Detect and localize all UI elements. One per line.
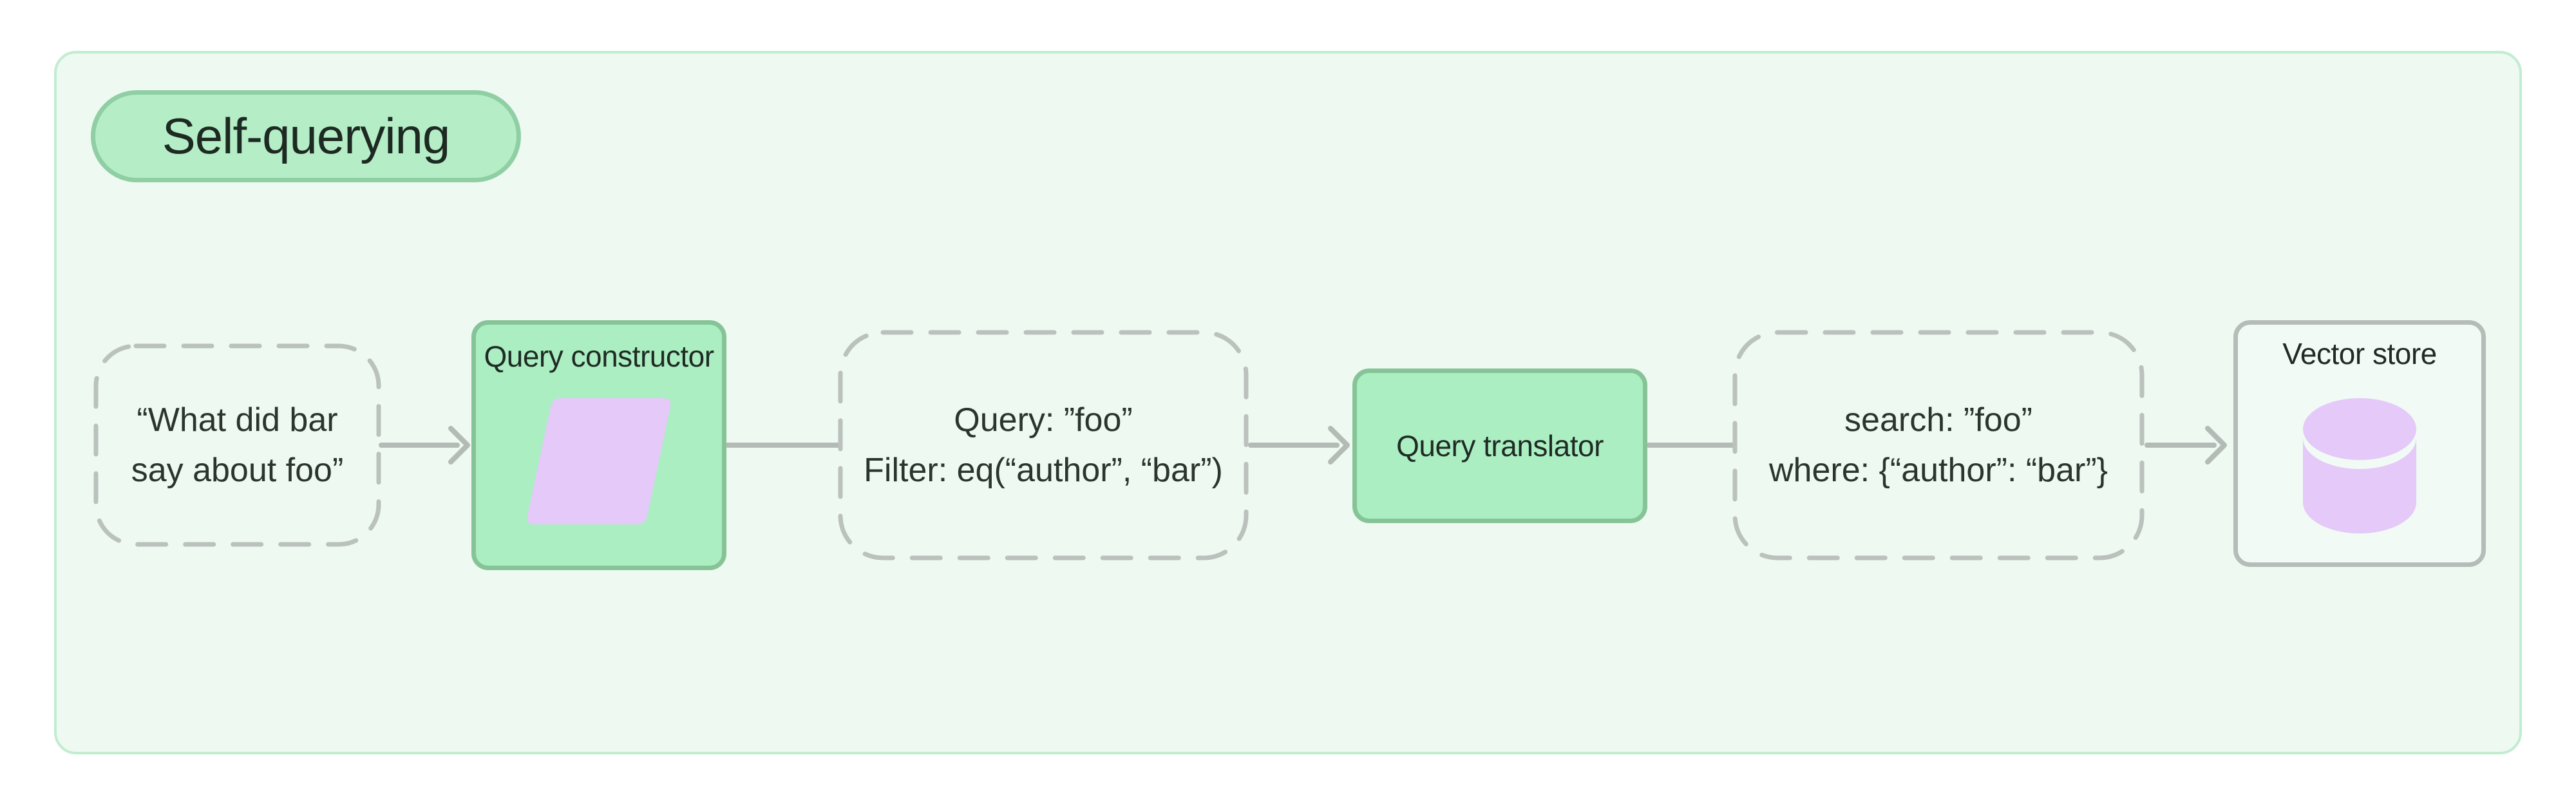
translated-query-line-1: search: ”foo” (1844, 401, 2032, 439)
node-query-translator: Query translator (1352, 368, 1647, 523)
user-query-line-1: “What did bar (137, 401, 338, 439)
node-vector-store: Vector store (2233, 320, 2486, 567)
translated-query-line-2: where: {“author”: “bar”} (1768, 452, 2108, 489)
diagram-title: Self-querying (162, 108, 451, 164)
node-structured-query-text: Query: ”foo” Filter: eq(“author”, “bar”) (864, 395, 1223, 495)
node-user-query-text: “What did bar say about foo” (131, 395, 344, 495)
query-translator-label: Query translator (1396, 429, 1604, 463)
node-user-query: “What did bar say about foo” (93, 343, 381, 547)
structured-query-line-1: Query: ”foo” (954, 401, 1133, 439)
node-structured-query: Query: ”foo” Filter: eq(“author”, “bar”) (838, 330, 1249, 560)
structured-query-line-2: Filter: eq(“author”, “bar”) (864, 452, 1223, 489)
node-translated-query: search: ”foo” where: {“author”: “bar”} (1732, 330, 2145, 560)
dashed-border (1732, 330, 2145, 560)
query-constructor-label: Query constructor (484, 340, 714, 373)
node-translated-query-text: search: ”foo” where: {“author”: “bar”} (1769, 395, 2108, 495)
database-cylinder-icon (2303, 398, 2416, 533)
vector-store-label: Vector store (2282, 337, 2437, 370)
dashed-border (93, 343, 381, 547)
node-query-constructor: Query constructor (471, 320, 726, 570)
diagram-title-badge: Self-querying (91, 90, 521, 182)
parallelogram-icon (526, 398, 672, 524)
user-query-line-2: say about foo” (131, 452, 344, 489)
dashed-border (838, 330, 1249, 560)
